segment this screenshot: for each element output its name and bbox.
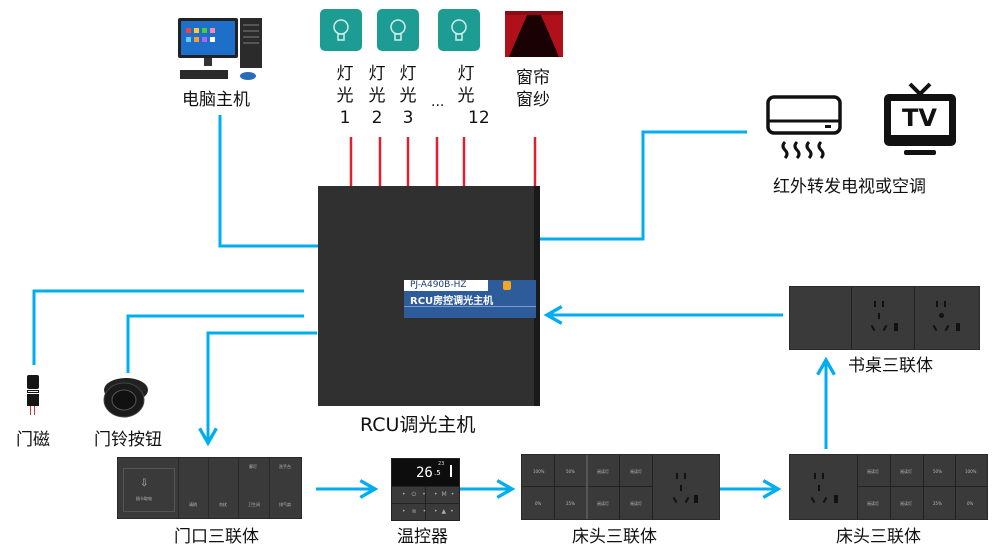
arrow-down-icon: ⇩ xyxy=(140,478,149,489)
power-socket-icon xyxy=(870,301,900,335)
light-2-label: 灯 光 2 xyxy=(368,64,386,128)
card-slot xyxy=(123,468,175,512)
level-bar xyxy=(450,465,452,477)
light-3-label: 灯 光 3 xyxy=(399,64,417,128)
door-key-4[interactable]: 洗手台 排气扇 xyxy=(279,464,291,507)
thermostat-temp-decimal: .5 xyxy=(434,469,441,477)
bedside-panel-2: 阅读灯 阅读灯 50% 100% 阅读灯 阅读灯 25% 0% xyxy=(789,454,988,520)
bulb-glyphs xyxy=(333,19,467,41)
thermostat-temp: 26 xyxy=(416,465,433,481)
bedside-panel-2-label: 床头三联体 xyxy=(836,527,921,547)
bedside-2-key-reading-4[interactable]: 阅读灯 xyxy=(900,501,912,506)
bedside-2-key-50[interactable]: 50% xyxy=(933,469,942,474)
curtain-label-2: 窗纱 xyxy=(516,90,550,110)
bedside-1-key-50[interactable]: 50% xyxy=(566,469,575,474)
desk-panel-label: 书桌三联体 xyxy=(848,356,933,376)
bedside-1-key-0[interactable]: 0% xyxy=(535,501,542,506)
bedside-2-key-100[interactable]: 100% xyxy=(965,469,977,474)
wire-door-sensor xyxy=(32,289,304,365)
doorbell-label: 门铃按钮 xyxy=(94,430,162,450)
wire-ir xyxy=(540,130,747,241)
power-socket-icon xyxy=(932,301,962,335)
bedside-1-key-reading-2[interactable]: 阅读灯 xyxy=(630,469,642,474)
bedside-1-key-100[interactable]: 100% xyxy=(533,469,545,474)
bedside-1-key-reading-4[interactable]: 阅读灯 xyxy=(630,501,642,506)
desk-panel xyxy=(789,286,980,350)
light-12-label: 灯 光 12 xyxy=(457,64,490,128)
thermostat-label: 温控器 xyxy=(397,527,448,547)
wire-door-panel xyxy=(198,331,317,447)
bedside-panel-1: 100% 50% 阅读灯 阅读灯 0% 25% 阅读灯 阅读灯 xyxy=(521,454,720,520)
light-bulb-icon xyxy=(320,9,362,51)
door-key-1[interactable]: 请稍 xyxy=(179,458,209,518)
bedside-2-key-25[interactable]: 25% xyxy=(933,501,942,506)
bedside-2-key-reading-2[interactable]: 阅读灯 xyxy=(900,469,912,474)
bedside-2-key-reading-1[interactable]: 阅读灯 xyxy=(867,469,879,474)
power-socket-icon xyxy=(670,473,700,505)
nameplate-divider xyxy=(404,306,536,307)
tv-text: TV xyxy=(902,104,937,132)
ir-label: 红外转发电视或空调 xyxy=(773,177,926,197)
light-bulb-icon xyxy=(377,9,419,51)
card-slot-cell: ⇩ 插卡取电 xyxy=(118,458,179,518)
rcu-caption: RCU调光主机 xyxy=(360,414,476,436)
door-panel-label: 门口三联体 xyxy=(174,527,259,547)
door-panel: ⇩ 插卡取电 请稍 勿扰 廊灯 卫生间 洗手台 排气扇 xyxy=(117,457,302,519)
bedside-2-key-reading-3[interactable]: 阅读灯 xyxy=(867,501,879,506)
door-sensor-icon xyxy=(27,375,39,415)
computer-label: 电脑主机 xyxy=(182,90,250,110)
power-icon[interactable]: •⏻• xyxy=(402,491,432,498)
brand-logo-icon xyxy=(503,281,511,290)
light-bulb-icon xyxy=(438,9,480,51)
door-key-3[interactable]: 廊灯 卫生间 xyxy=(239,458,270,518)
bedside-1-key-reading-3[interactable]: 阅读灯 xyxy=(597,501,609,506)
tv-icon: TV xyxy=(882,82,958,158)
door-key-2[interactable]: 勿扰 xyxy=(209,458,239,518)
bedside-2-key-0[interactable]: 0% xyxy=(967,501,974,506)
wire-doorbell xyxy=(126,314,304,373)
desktop-computer-icon xyxy=(176,14,266,82)
curtain-label-1: 窗帘 xyxy=(516,68,550,88)
lights-ellipsis: ... xyxy=(431,94,445,110)
thermostat-set-temp: 23 xyxy=(438,461,445,467)
thermostat-device: 26 .5 23 •⏻• •M• •≋• •▲• xyxy=(391,458,460,521)
card-text: 插卡取电 xyxy=(136,496,152,501)
wire-computer xyxy=(218,115,318,248)
doorbell-button-icon xyxy=(101,376,151,420)
door-sensor-label: 门磁 xyxy=(16,430,50,450)
light-1-label: 灯 光 1 xyxy=(336,64,354,128)
bedside-1-key-reading-1[interactable]: 阅读灯 xyxy=(597,469,609,474)
temp-adjust-icon[interactable]: •▲• xyxy=(434,508,458,515)
mode-icon[interactable]: •M• xyxy=(434,491,459,498)
rcu-model: PJ-A490B-HZ xyxy=(404,280,488,291)
power-socket-icon xyxy=(808,473,838,505)
fan-icon[interactable]: •≋• xyxy=(402,508,433,515)
thermostat-screen: 26 .5 23 xyxy=(392,459,459,486)
curtain-icon xyxy=(505,11,563,57)
bedside-1-key-25[interactable]: 25% xyxy=(566,501,575,506)
air-conditioner-icon xyxy=(765,94,843,168)
rcu-device-name: RCU房控调光主机 xyxy=(410,296,494,307)
bedside-panel-1-label: 床头三联体 xyxy=(572,527,657,547)
